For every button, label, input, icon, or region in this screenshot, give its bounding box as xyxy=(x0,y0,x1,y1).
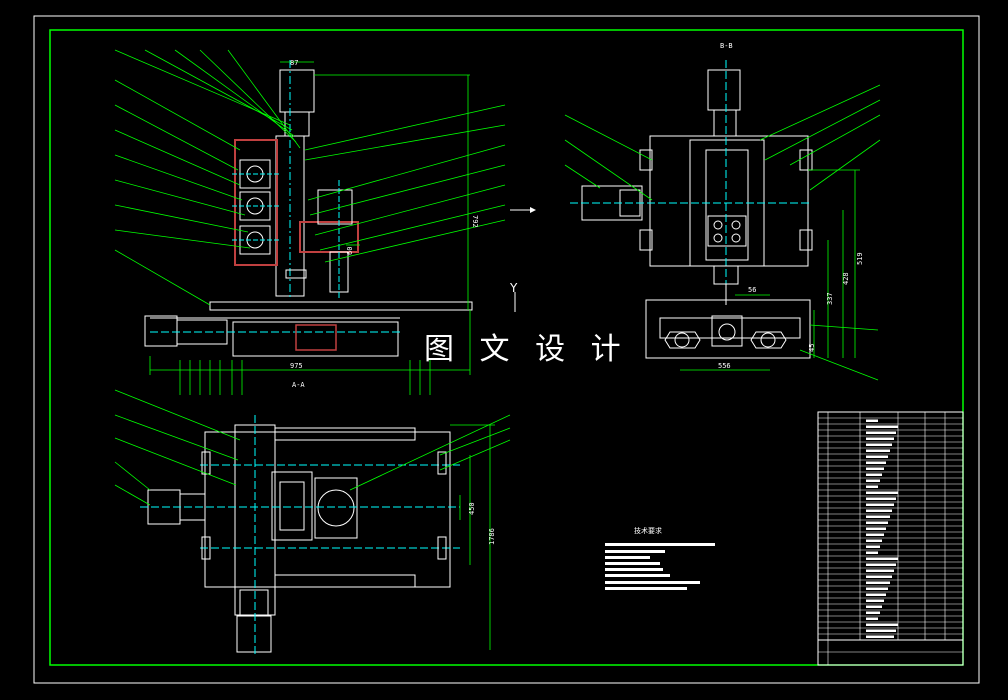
main-view: 87 792 60 975 A-A xyxy=(114,49,506,395)
parts-list-row-text xyxy=(866,611,880,614)
parts-list-row-text xyxy=(866,443,892,446)
section-b-b-view: B-B xyxy=(564,42,881,381)
dim-87: 87 xyxy=(290,59,298,67)
parts-list-row-text xyxy=(866,605,882,608)
parts-list-row-text xyxy=(866,497,896,500)
dim-975: 975 xyxy=(290,362,303,370)
watermark-text: 图 文 设 计 xyxy=(424,332,629,367)
parts-list-row-text xyxy=(866,473,882,476)
parts-list-row-text xyxy=(866,503,894,506)
parts-list-row-text xyxy=(866,455,888,458)
dim-792: 792 xyxy=(471,215,479,228)
parts-list-row-text xyxy=(866,491,898,494)
parts-list-row-text xyxy=(866,515,890,518)
dim-450: 450 xyxy=(468,502,476,515)
parts-list-row-text xyxy=(866,581,890,584)
inner-frame xyxy=(49,29,964,666)
parts-list-row-text xyxy=(866,623,898,626)
parts-list-row-text xyxy=(866,557,898,560)
parts-list-row-text xyxy=(866,431,896,434)
dim-60: 60 xyxy=(346,247,354,255)
dim-556: 556 xyxy=(718,362,731,370)
parts-list-row-text xyxy=(866,635,894,638)
parts-list-row-text xyxy=(866,545,880,548)
dim-56: 56 xyxy=(748,286,756,294)
parts-list-row-text xyxy=(866,629,896,632)
parts-list-row-text xyxy=(866,449,890,452)
top-view: 450 1786 xyxy=(114,389,511,655)
parts-list-row-text xyxy=(866,593,886,596)
technical-notes: 技术要求 xyxy=(605,526,715,590)
parts-list-row-text xyxy=(866,467,884,470)
dim-45: 45 xyxy=(808,344,816,352)
dim-519: 519 xyxy=(856,252,864,265)
section-a-a-label: A-A xyxy=(292,381,305,389)
parts-list-title-block xyxy=(817,411,964,666)
parts-list-row-text xyxy=(866,563,896,566)
parts-list-row-text xyxy=(866,575,892,578)
parts-list-row-text xyxy=(866,479,880,482)
parts-list-row-text xyxy=(866,587,888,590)
parts-list-row-text xyxy=(866,521,888,524)
tech-notes-title: 技术要求 xyxy=(634,526,662,535)
parts-list-row-text xyxy=(866,425,898,428)
parts-list-row-text xyxy=(866,419,878,422)
axis-marker: Y xyxy=(509,207,536,312)
parts-list-row-text xyxy=(866,617,878,620)
parts-list-row-text xyxy=(866,533,884,536)
dim-337: 337 xyxy=(826,292,834,305)
axis-y-label: Y xyxy=(509,281,518,295)
parts-list-row-text xyxy=(866,485,878,488)
parts-list-row-text xyxy=(866,539,882,542)
parts-list-row-text xyxy=(866,551,878,554)
parts-list-row-text xyxy=(866,437,894,440)
dim-1786: 1786 xyxy=(488,528,496,545)
parts-list-row-text xyxy=(866,461,886,464)
parts-list-row-text xyxy=(866,599,884,602)
section-b-b-label: B-B xyxy=(720,42,733,50)
dim-428: 428 xyxy=(842,272,850,285)
outer-border xyxy=(33,15,980,684)
parts-list-row-text xyxy=(866,569,894,572)
parts-list-row-text xyxy=(866,509,892,512)
parts-list-row-text xyxy=(866,527,886,530)
